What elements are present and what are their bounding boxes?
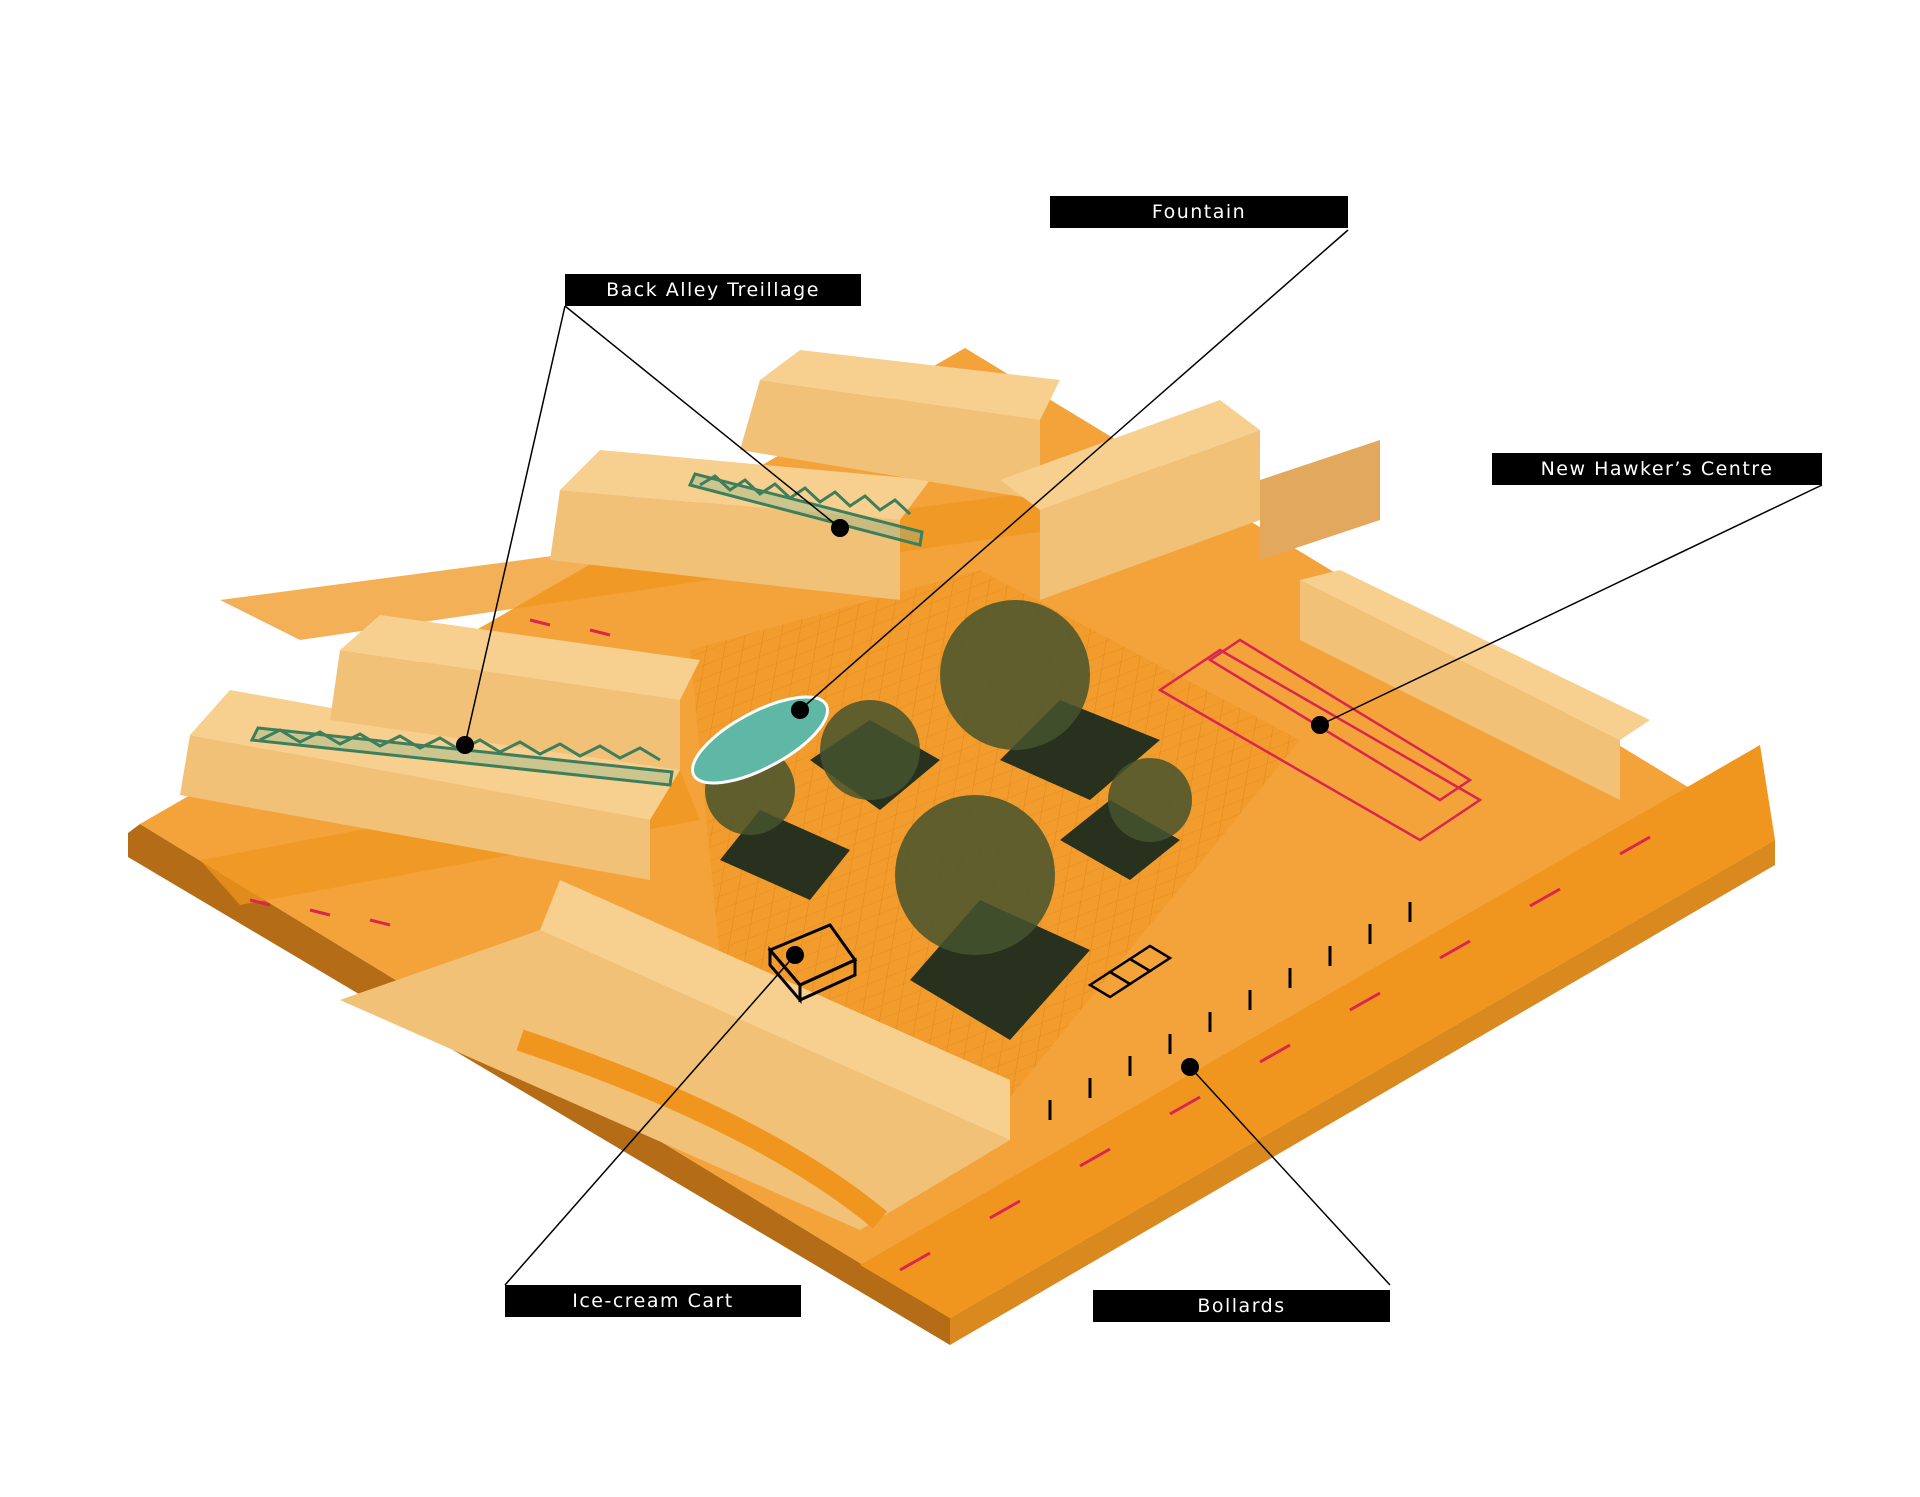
label-back-alley-treillage: Back Alley Treillage [565,274,861,306]
fountain [690,695,830,785]
new-hawkers-centre-outline [1157,638,1483,842]
buildings-east [1300,570,1650,800]
label-bollards: Bollards [1093,1290,1390,1322]
ice-cream-cart [767,923,858,1005]
buildings-southwest [340,880,1010,1230]
label-fountain: Fountain [1050,196,1348,228]
road-markings [249,618,1651,1272]
label-new-hawkers-centre: New Hawker’s Centre [1492,453,1822,485]
trees [705,600,1192,1040]
hopscotch [1087,944,1173,999]
leader-lines [464,229,1823,1286]
bollards [1048,902,1412,1120]
leader-dots [456,519,1329,1076]
buildings-northeast [1000,400,1380,600]
label-ice-cream-cart: Ice-cream Cart [505,1285,801,1317]
